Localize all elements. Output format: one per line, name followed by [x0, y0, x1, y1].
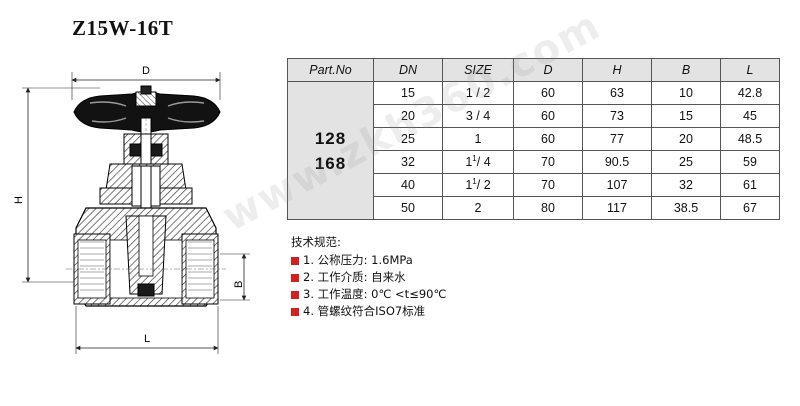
part-no-cell: 128 168: [287, 81, 374, 220]
cell-size: 1: [442, 127, 514, 151]
table-row: 50 2 80 117 38.5 67: [288, 196, 780, 220]
red-square-icon: [291, 290, 299, 299]
table-row: 128 168 15 1 / 2 60 63 10 42.8: [287, 81, 780, 220]
cell-b: 25: [651, 150, 721, 174]
cell-l: 45: [720, 104, 780, 128]
cell-h: 63: [582, 81, 652, 105]
col-part-no: Part.No: [287, 58, 374, 82]
cell-l: 48.5: [720, 127, 780, 151]
red-square-icon: [291, 307, 299, 316]
cell-dn: 40: [373, 173, 443, 197]
red-square-icon: [291, 256, 299, 265]
cell-b: 20: [651, 127, 721, 151]
part-no-168: 168: [314, 153, 347, 173]
model-title: Z15W-16T: [72, 16, 174, 40]
col-l: L: [720, 58, 780, 82]
cell-size: 11/ 2: [442, 173, 514, 197]
cell-b: 10: [651, 81, 721, 105]
table-row: 40 11/ 2 70 107 32 61: [288, 173, 780, 197]
col-h: H: [582, 58, 652, 82]
notes-heading: 技术规范:: [291, 235, 341, 249]
label-h: H: [13, 196, 25, 204]
cell-size: 1 / 2: [442, 81, 514, 105]
table-row: 20 3 / 4 60 73 15 45: [288, 104, 780, 128]
col-size: SIZE: [442, 58, 514, 82]
cell-b: 38.5: [651, 196, 721, 220]
label-l: L: [144, 333, 150, 345]
cell-size: 11/ 4: [442, 150, 514, 174]
table-row: 32 11/ 4 70 90.5 25 59: [288, 150, 780, 174]
part-no-128: 128: [314, 128, 347, 148]
cell-b: 15: [651, 104, 721, 128]
note-item: 3. 工作温度: 0℃ <t≤90℃: [291, 286, 446, 303]
cell-l: 42.8: [720, 81, 780, 105]
cell-d: 70: [513, 150, 583, 174]
spec-table-header: Part.No DN SIZE D H B L: [287, 58, 780, 82]
cell-h: 90.5: [582, 150, 652, 174]
tech-notes: 技术规范: 1. 公称压力: 1.6MPa 2. 工作介质: 自来水 3. 工作…: [291, 234, 446, 320]
cell-dn: 25: [373, 127, 443, 151]
note-item: 4. 管螺纹符合ISO7标准: [291, 303, 446, 320]
cell-d: 60: [513, 127, 583, 151]
cell-d: 80: [513, 196, 583, 220]
cell-dn: 32: [373, 150, 443, 174]
col-dn: DN: [373, 58, 443, 82]
note-item: 1. 公称压力: 1.6MPa: [291, 252, 446, 269]
cell-b: 32: [651, 173, 721, 197]
cell-h: 77: [582, 127, 652, 151]
cell-h: 117: [582, 196, 652, 220]
note-item: 2. 工作介质: 自来水: [291, 269, 446, 286]
col-b: B: [651, 58, 721, 82]
label-d: D: [142, 65, 150, 77]
cell-d: 60: [513, 81, 583, 105]
spec-table: Part.No DN SIZE D H B L 128 168 15 1 / 2…: [287, 58, 780, 220]
red-square-icon: [291, 273, 299, 282]
cell-h: 107: [582, 173, 652, 197]
cell-size: 2: [442, 196, 514, 220]
cell-l: 67: [720, 196, 780, 220]
cell-d: 70: [513, 173, 583, 197]
cell-l: 59: [720, 150, 780, 174]
cell-l: 61: [720, 173, 780, 197]
cell-size: 3 / 4: [442, 104, 514, 128]
cell-dn: 50: [373, 196, 443, 220]
cell-h: 73: [582, 104, 652, 128]
label-b: B: [233, 281, 245, 288]
cell-d: 60: [513, 104, 583, 128]
table-row: 25 1 60 77 20 48.5: [288, 127, 780, 151]
